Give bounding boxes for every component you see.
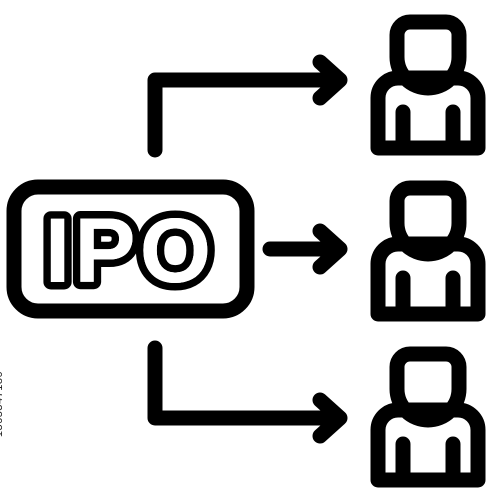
person-bottom-head [389,346,467,428]
person-icon-bottom [370,346,486,488]
person-icon-top [370,14,486,156]
person-icon-middle [370,180,486,322]
top-arrow-head [312,54,348,106]
middle-arrow-head [312,223,348,275]
person-bottom-body [370,402,486,488]
bottom-arrow-head [312,392,348,444]
person-top-body [370,70,486,156]
ipo-box [6,179,255,319]
top-arrow-line [147,72,343,158]
ipo-label: IPO [45,200,215,302]
watermark-id: 1565547180 [0,370,6,438]
ipo-label-outline: IPO [45,200,215,302]
person-middle-body [370,236,486,322]
person-top-head [389,14,467,96]
person-middle-head [389,180,467,262]
bottom-arrow-line [147,340,343,426]
